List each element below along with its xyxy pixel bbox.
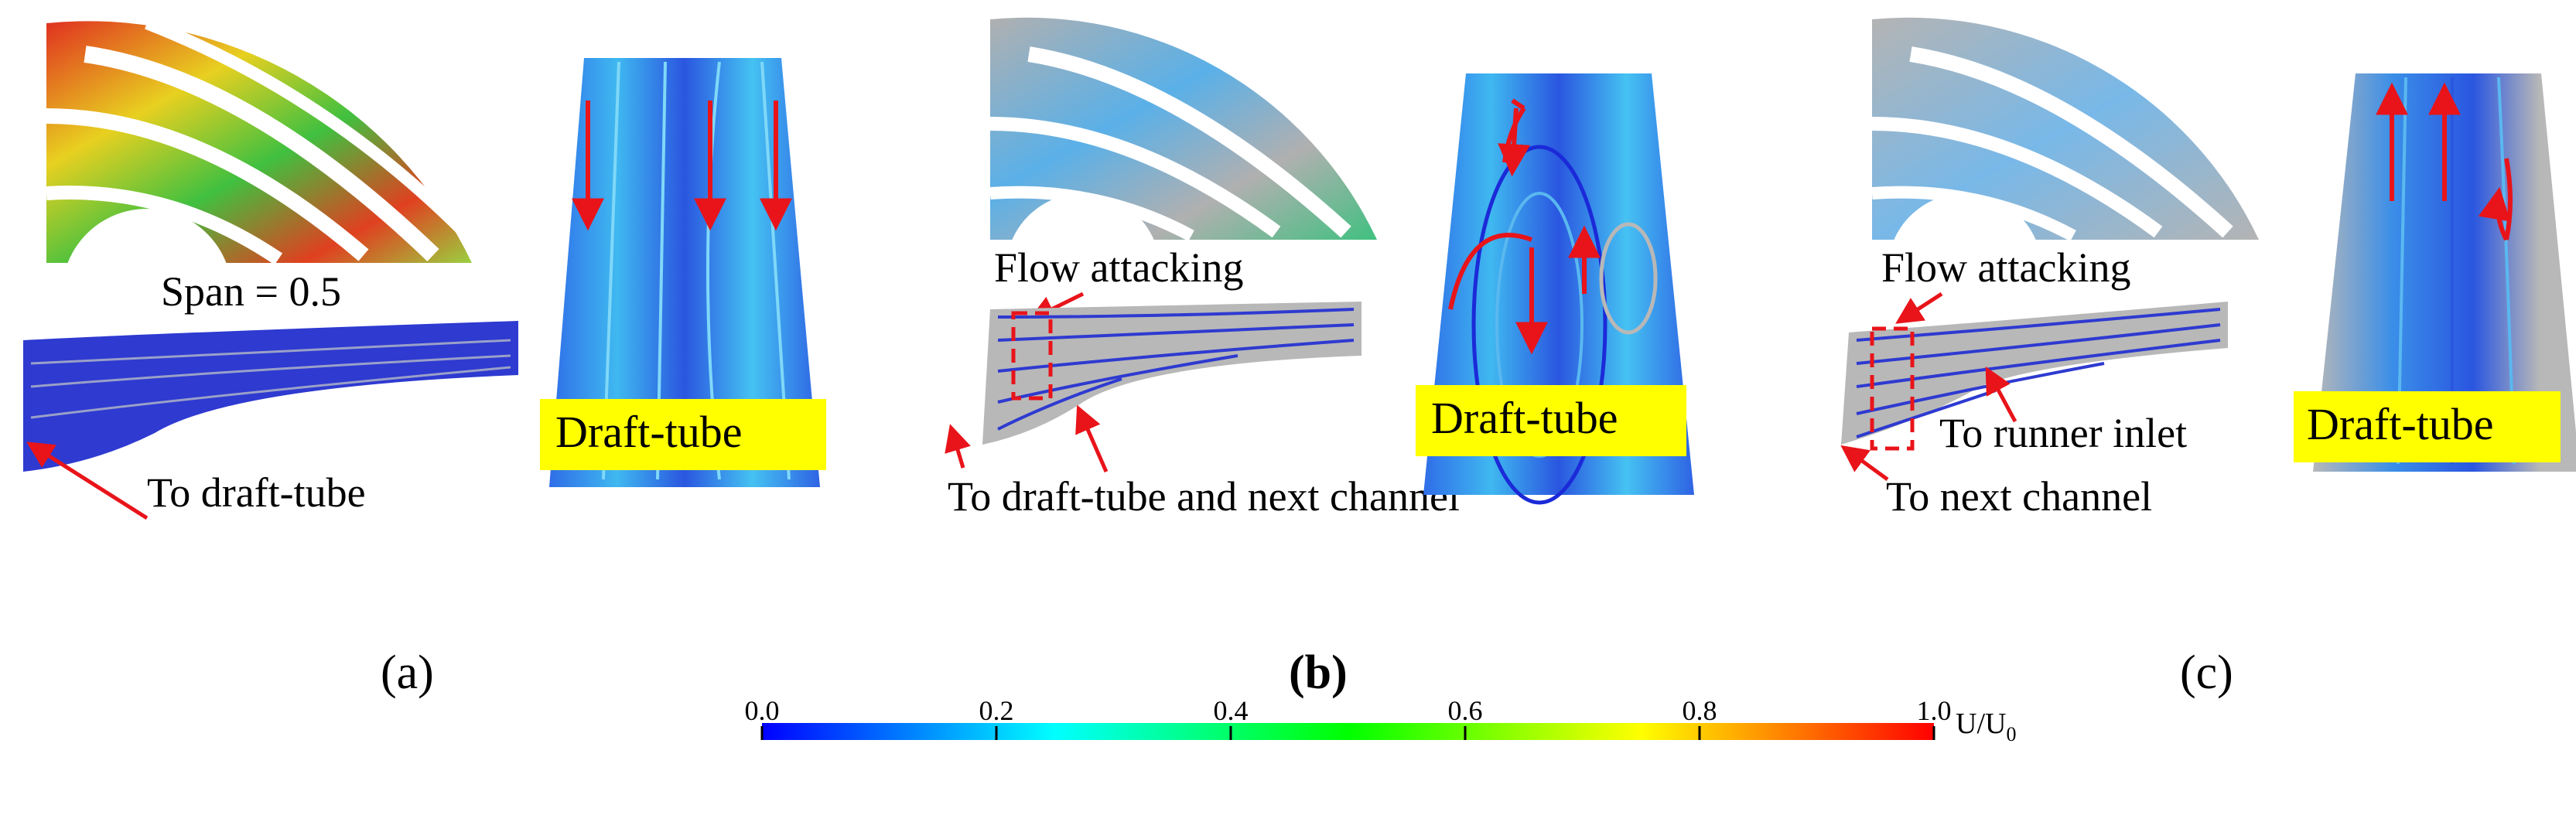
colorbar-unit-main: U/U bbox=[1956, 708, 2006, 740]
colorbar-tick-label-4: 0.8 bbox=[1683, 695, 1717, 726]
flow-attacking-label-b: Flow attacking bbox=[994, 244, 1243, 291]
runner-contour-b bbox=[989, 17, 1377, 348]
colorbar-unit: U/U0 bbox=[1956, 708, 2016, 745]
colorbar-tick-label-0: 0.0 bbox=[745, 695, 780, 726]
draft-tube-label-box-a bbox=[540, 399, 826, 470]
draft-tube-label-box-c bbox=[2294, 391, 2561, 462]
annotation-to-runner-inlet: To runner inlet bbox=[1939, 410, 2187, 456]
panel-c: Flow attacking To runner inlet To next c… bbox=[1840, 17, 2576, 699]
attack-zone-box-c bbox=[1870, 326, 1915, 451]
draft-tube-label-b: Draft-tube bbox=[1431, 393, 1618, 443]
colorbar-tick-label-3: 0.6 bbox=[1448, 695, 1483, 726]
flow-attacking-label-c: Flow attacking bbox=[1881, 244, 2130, 291]
attack-zone-box-b bbox=[1011, 311, 1053, 401]
meridional-channel-b bbox=[982, 302, 1361, 445]
span-label: Span = 0.5 bbox=[161, 268, 341, 315]
panel-label-b: (b) bbox=[1289, 646, 1348, 699]
runner-contour-c bbox=[1871, 17, 2259, 348]
colorbar-unit-sub: 0 bbox=[2006, 723, 2016, 745]
draft-tube-label-a: Draft-tube bbox=[555, 407, 743, 457]
annotation-to-draft-tube-next-channel: To draft-tube and next channel bbox=[948, 473, 1460, 520]
colorbar-gradient bbox=[762, 723, 1934, 740]
colorbar: 0.0 0.2 0.4 0.6 0.8 1.0 U/U0 bbox=[745, 695, 2017, 745]
runner-contour-a bbox=[46, 17, 472, 379]
annotation-to-draft-tube: To draft-tube bbox=[147, 469, 366, 516]
meridional-channel-a bbox=[23, 321, 518, 472]
draft-tube-label-c: Draft-tube bbox=[2307, 399, 2494, 449]
panel-label-c: (c) bbox=[2180, 646, 2233, 699]
panel-label-a: (a) bbox=[381, 646, 434, 699]
colorbar-tick-label-2: 0.4 bbox=[1214, 695, 1249, 726]
flow-attacking-arrow-c bbox=[1895, 292, 1943, 324]
colorbar-ticks: 0.0 0.2 0.4 0.6 0.8 1.0 bbox=[745, 695, 1952, 740]
runner-inlet-arrow-c bbox=[1985, 366, 2017, 423]
panel-a: Span = 0.5 To draft-tube Draft-tube (a) bbox=[23, 17, 826, 699]
channel-arrow-right-b bbox=[1075, 404, 1109, 473]
annotation-to-next-channel: To next channel bbox=[1886, 473, 2152, 520]
colorbar-tick-label-1: 0.2 bbox=[979, 695, 1014, 726]
channel-arrow-left-b bbox=[945, 424, 971, 469]
panel-b: Flow attacking To draft-tube and next ch… bbox=[945, 17, 1694, 699]
next-channel-arrow-c bbox=[1840, 445, 1889, 482]
draft-tube-label-box-b bbox=[1416, 385, 1686, 456]
colorbar-tick-label-5: 1.0 bbox=[1917, 695, 1952, 726]
draft-tube-arrow-a bbox=[26, 442, 149, 520]
